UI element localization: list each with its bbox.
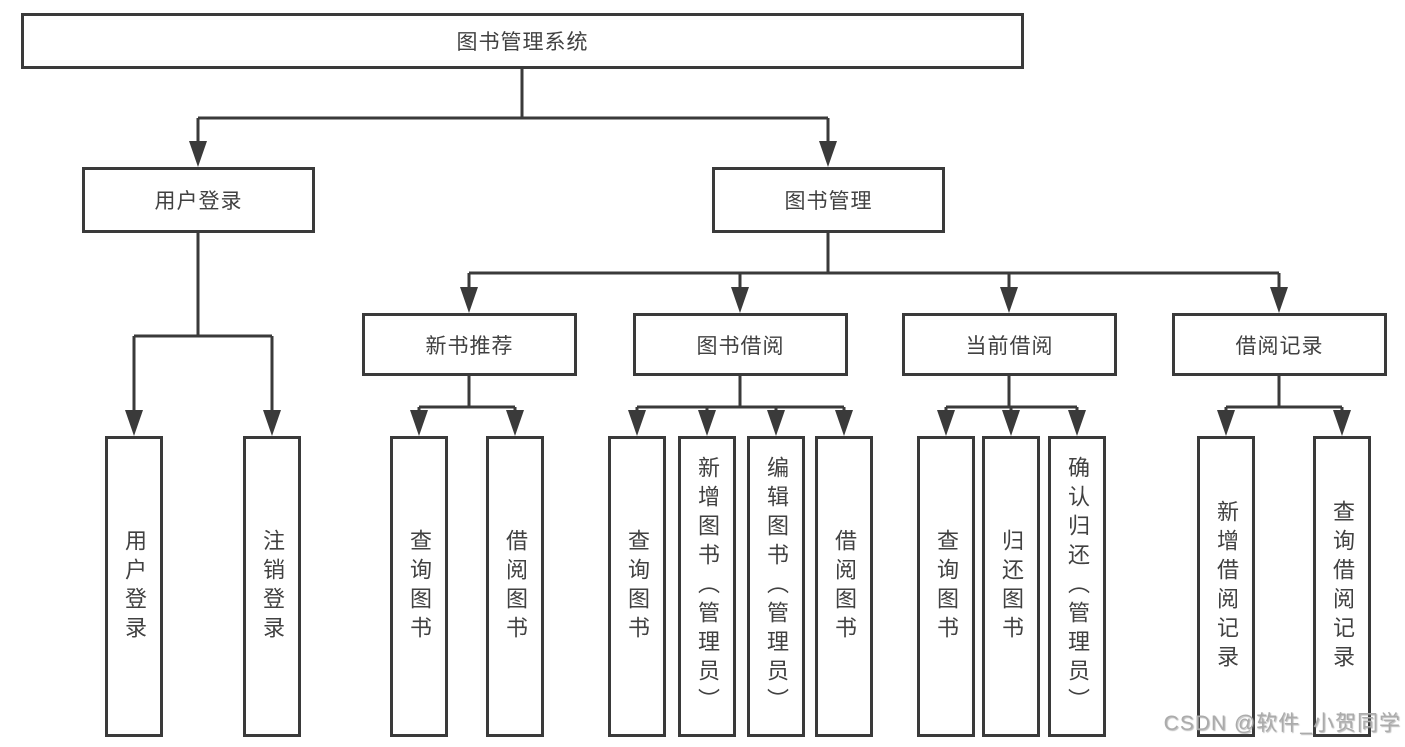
leaf-logout: 注销登录 xyxy=(243,436,301,737)
leaf-query-books-recommend: 查询图书 xyxy=(390,436,448,737)
leaf-query-books-current-label: 查询图书 xyxy=(934,528,959,645)
edge-new-book-children xyxy=(410,376,524,436)
leaf-query-books-borrow: 查询图书 xyxy=(608,436,666,737)
node-user-login: 用户登录 xyxy=(82,167,315,233)
leaf-borrow-books: 借阅图书 xyxy=(815,436,873,737)
leaf-confirm-return-admin-label: 确认归还（管理员） xyxy=(1065,456,1090,717)
leaf-edit-book-admin: 编辑图书（管理员） xyxy=(747,436,805,737)
leaf-logout-label: 注销登录 xyxy=(260,528,285,645)
leaf-query-books-borrow-label: 查询图书 xyxy=(625,528,650,645)
node-current-borrow-label: 当前借阅 xyxy=(965,334,1054,358)
leaf-query-borrow-record-label: 查询借阅记录 xyxy=(1330,499,1355,674)
node-book-management-label: 图书管理 xyxy=(784,190,873,213)
leaf-user-login: 用户登录 xyxy=(105,436,163,737)
node-user-login-label: 用户登录 xyxy=(154,190,243,213)
leaf-add-book-admin-label: 新增图书（管理员） xyxy=(695,456,720,717)
leaf-return-book: 归还图书 xyxy=(982,436,1040,737)
edge-user-login-children xyxy=(125,233,281,436)
leaf-add-book-admin: 新增图书（管理员） xyxy=(678,436,736,737)
leaf-user-login-label: 用户登录 xyxy=(122,528,147,645)
node-current-borrow: 当前借阅 xyxy=(902,313,1117,376)
edge-root-to-branches xyxy=(189,69,837,167)
node-borrow-records: 借阅记录 xyxy=(1172,313,1387,376)
edge-borrow-records-children xyxy=(1217,376,1351,436)
edge-current-borrow-children xyxy=(937,376,1086,436)
node-library-system: 图书管理系统 xyxy=(21,13,1024,69)
node-library-system-label: 图书管理系统 xyxy=(456,31,589,54)
leaf-return-book-label: 归还图书 xyxy=(999,528,1024,645)
leaf-add-borrow-record: 新增借阅记录 xyxy=(1197,436,1255,737)
leaf-add-borrow-record-label: 新增借阅记录 xyxy=(1214,499,1239,674)
leaf-query-books-recommend-label: 查询图书 xyxy=(407,528,432,645)
leaf-borrow-books-recommend: 借阅图书 xyxy=(486,436,544,737)
node-book-borrow: 图书借阅 xyxy=(633,313,848,376)
csdn-watermark: CSDN @软件_小贺同学 xyxy=(1163,712,1401,735)
leaf-query-books-current: 查询图书 xyxy=(917,436,975,737)
leaf-borrow-books-label: 借阅图书 xyxy=(832,528,857,645)
leaf-borrow-books-recommend-label: 借阅图书 xyxy=(503,528,528,645)
edge-book-management-children xyxy=(460,233,1288,313)
leaf-edit-book-admin-label: 编辑图书（管理员） xyxy=(764,456,789,717)
node-borrow-records-label: 借阅记录 xyxy=(1235,334,1324,358)
node-new-book-recommend: 新书推荐 xyxy=(362,313,577,376)
edge-book-borrow-children xyxy=(628,376,853,436)
node-book-borrow-label: 图书借阅 xyxy=(696,334,785,358)
node-book-management: 图书管理 xyxy=(712,167,945,233)
leaf-query-borrow-record: 查询借阅记录 xyxy=(1313,436,1371,737)
node-new-book-recommend-label: 新书推荐 xyxy=(425,334,514,358)
leaf-confirm-return-admin: 确认归还（管理员） xyxy=(1048,436,1106,737)
